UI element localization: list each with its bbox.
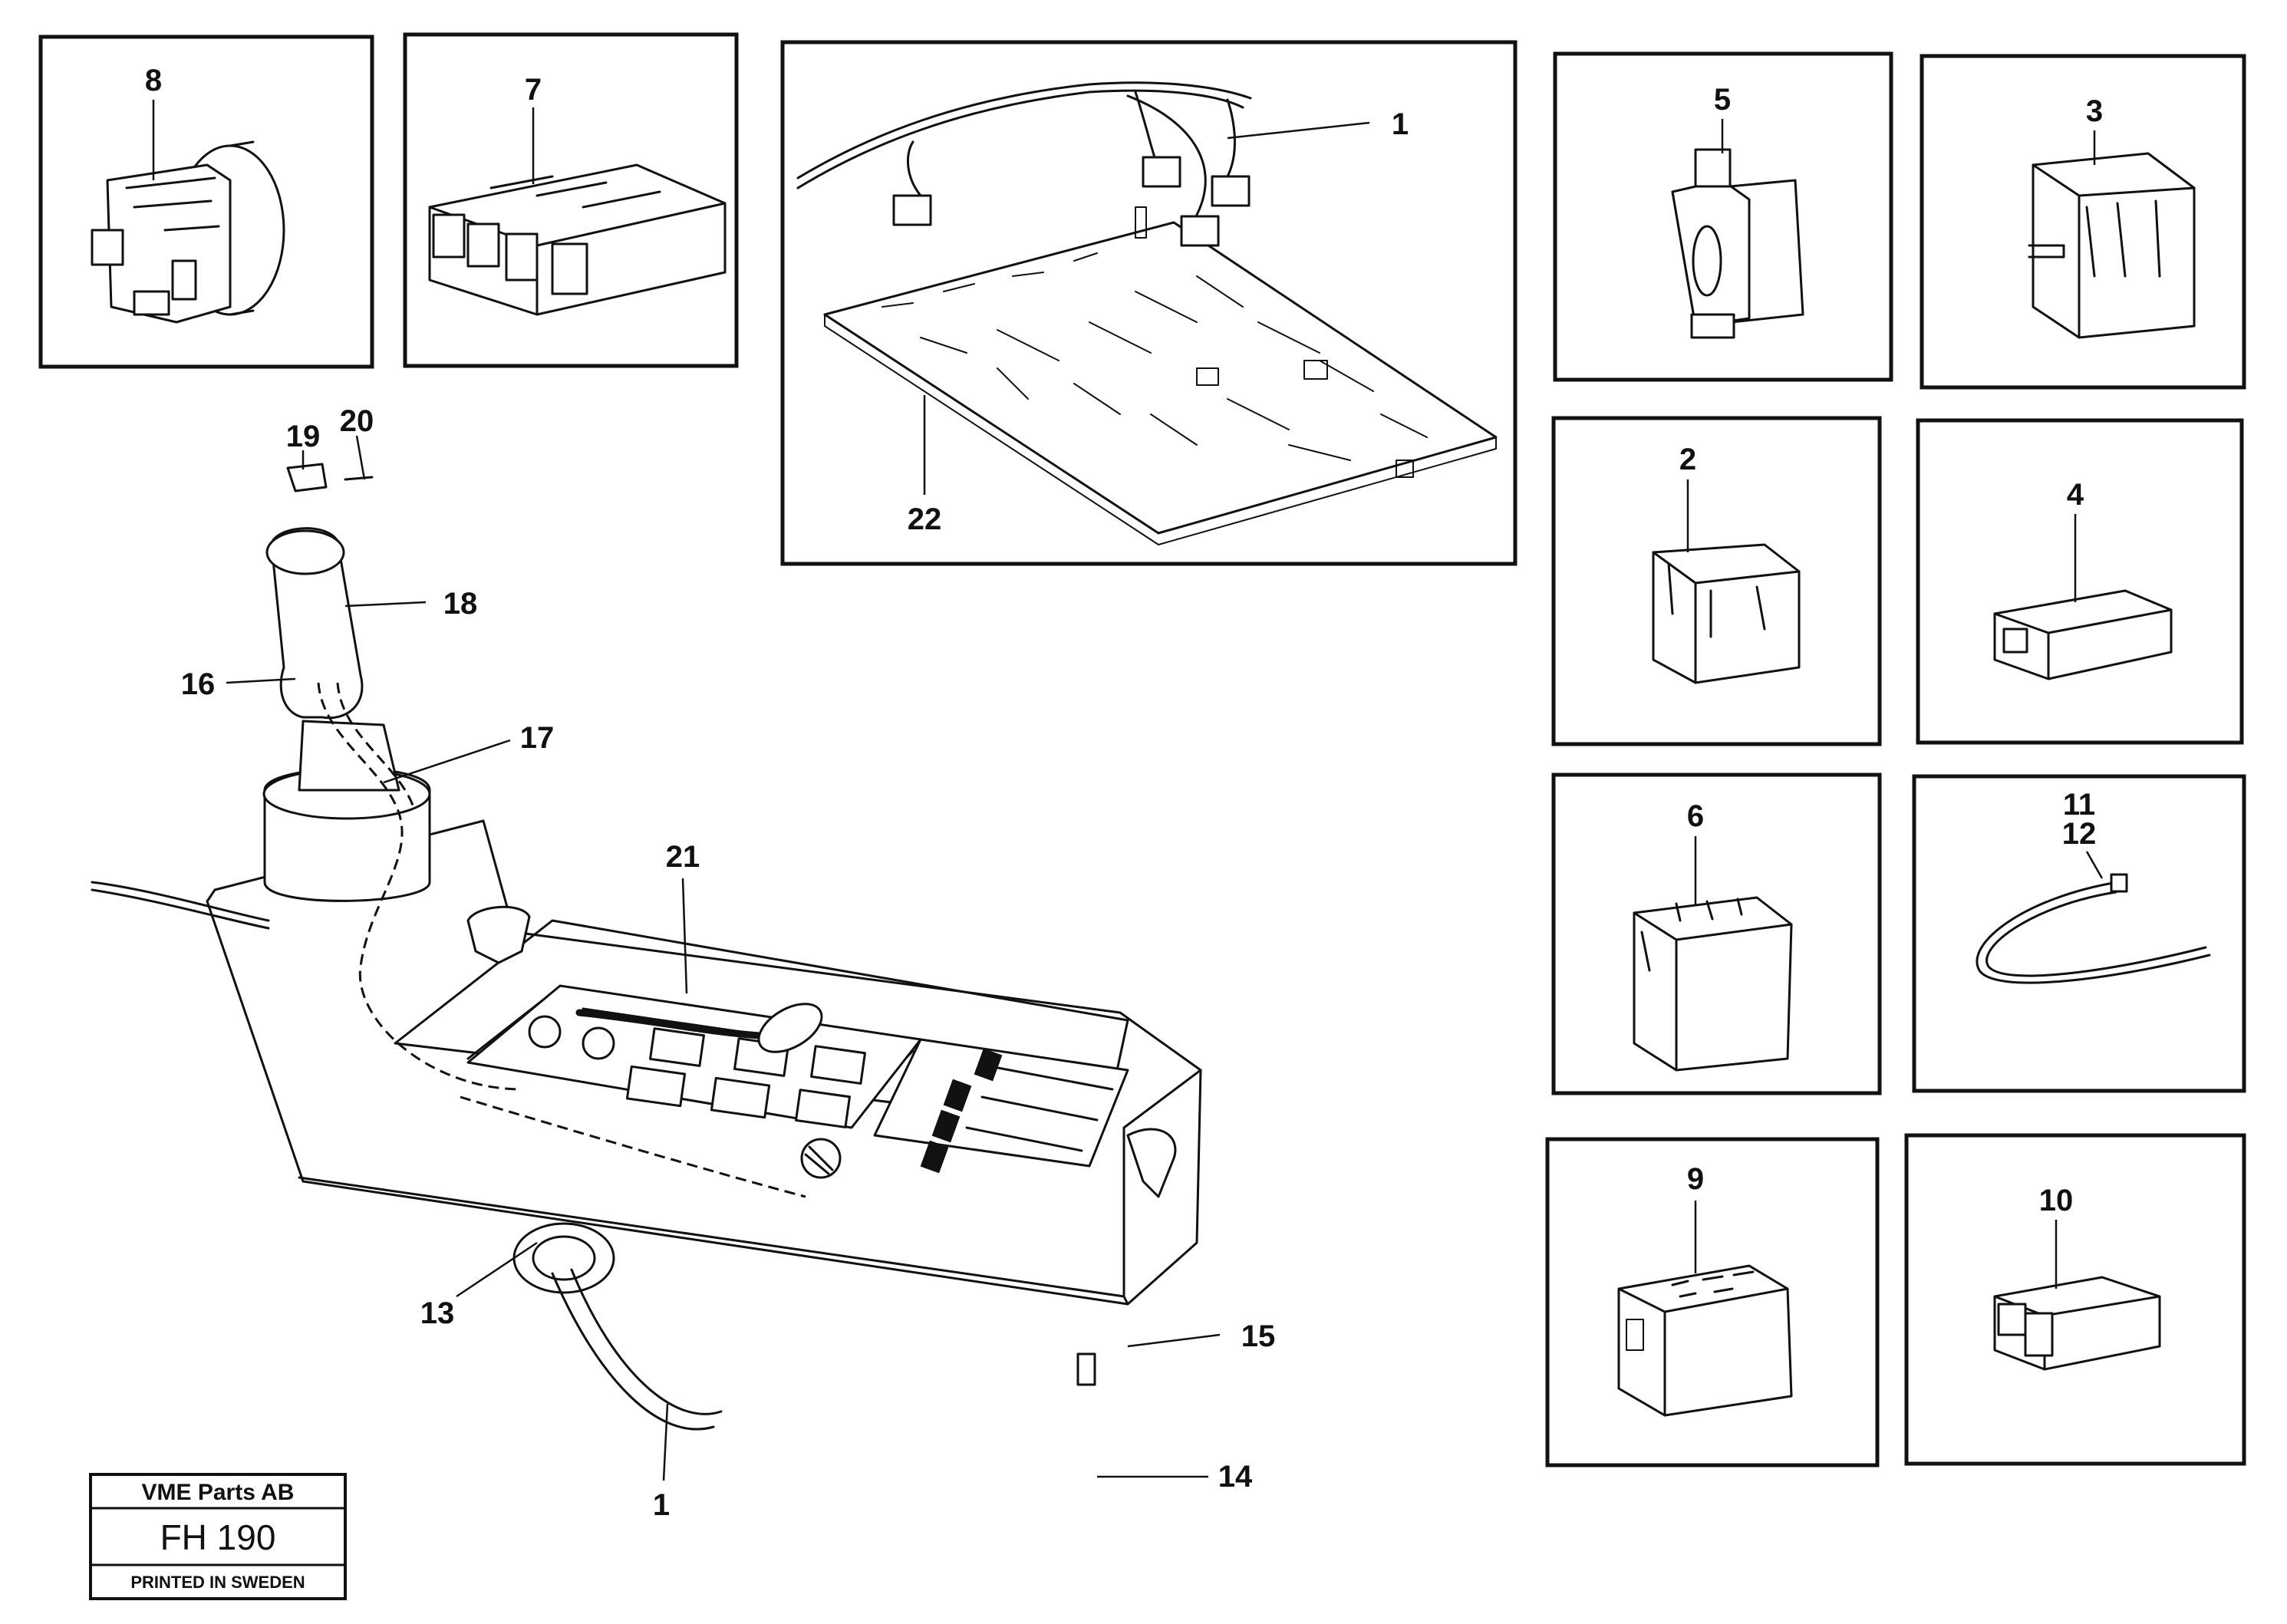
callout-1-bottom: 1 bbox=[653, 1488, 670, 1522]
panel-part-5: 5 bbox=[1553, 51, 1893, 382]
relay-2-illustration bbox=[1652, 543, 1801, 684]
callout-16: 16 bbox=[181, 667, 216, 701]
panel-part-10: 10 bbox=[1904, 1133, 2246, 1466]
callout-4: 4 bbox=[2067, 478, 2084, 512]
connector-5-illustration bbox=[1671, 148, 1804, 339]
callout-22: 22 bbox=[908, 502, 942, 536]
title-block-printed: PRINTED IN SWEDEN bbox=[130, 1573, 305, 1592]
callout-15: 15 bbox=[1241, 1319, 1276, 1353]
callout-13: 13 bbox=[420, 1296, 455, 1330]
relay-3-illustration bbox=[2028, 152, 2196, 339]
panel-part-1-22: 1 22 bbox=[780, 40, 1518, 566]
callout-1-top: 1 bbox=[1392, 107, 1409, 141]
callout-21: 21 bbox=[666, 840, 700, 874]
grommet-13 bbox=[512, 1222, 615, 1294]
relay-6-illustration bbox=[1633, 896, 1793, 1072]
instrument-panel-21 bbox=[466, 984, 922, 1179]
panel-part-4: 4 bbox=[1916, 418, 2244, 745]
title-block-code: FH 190 bbox=[160, 1517, 276, 1557]
panel-part-2: 2 bbox=[1551, 416, 1882, 746]
callout-5: 5 bbox=[1714, 83, 1731, 117]
callout-2: 2 bbox=[1679, 443, 1696, 476]
four-way-housing-illustration bbox=[428, 163, 727, 316]
callout-6: 6 bbox=[1687, 799, 1704, 833]
relay-9-illustration bbox=[1617, 1264, 1793, 1417]
panel-part-11-12: 11 12 bbox=[1912, 774, 2246, 1093]
title-block-company: VME Parts AB bbox=[142, 1480, 295, 1505]
panel-part-3: 3 bbox=[1920, 54, 2246, 390]
panel-part-9: 9 bbox=[1545, 1137, 1880, 1468]
wire-harness-illustration bbox=[796, 81, 1252, 247]
panel-part-8: 8 bbox=[38, 35, 374, 369]
connector-10-illustration bbox=[1993, 1276, 2161, 1371]
circuit-board-illustration bbox=[823, 206, 1498, 545]
callout-19: 19 bbox=[286, 420, 321, 453]
connector-4-illustration bbox=[1993, 589, 2173, 680]
callout-14: 14 bbox=[1218, 1460, 1253, 1494]
callout-11: 11 bbox=[2063, 788, 2095, 822]
panel-part-6: 6 bbox=[1551, 772, 1882, 1095]
cable-tie-illustration bbox=[1976, 873, 2211, 984]
callout-20: 20 bbox=[340, 404, 374, 438]
title-block: VME Parts AB FH 190 PRINTED IN SWEDEN bbox=[89, 1473, 347, 1600]
callout-10: 10 bbox=[2039, 1184, 2074, 1217]
control-console-assembly bbox=[91, 463, 1202, 1431]
callout-7: 7 bbox=[525, 73, 542, 107]
joystick-assembly bbox=[262, 463, 522, 1091]
rotary-switch-illustration bbox=[91, 140, 285, 324]
main-callouts: 19 20 18 16 17 21 13 15 14 1 bbox=[181, 404, 1276, 1522]
callout-17: 17 bbox=[520, 721, 555, 755]
panel-part-7: 7 bbox=[403, 32, 739, 368]
callout-18: 18 bbox=[443, 587, 478, 621]
callout-9: 9 bbox=[1687, 1162, 1704, 1196]
callout-8: 8 bbox=[145, 64, 162, 97]
lever-panel bbox=[873, 1038, 1129, 1174]
callout-3: 3 bbox=[2086, 94, 2103, 128]
callout-12: 12 bbox=[2062, 817, 2097, 851]
